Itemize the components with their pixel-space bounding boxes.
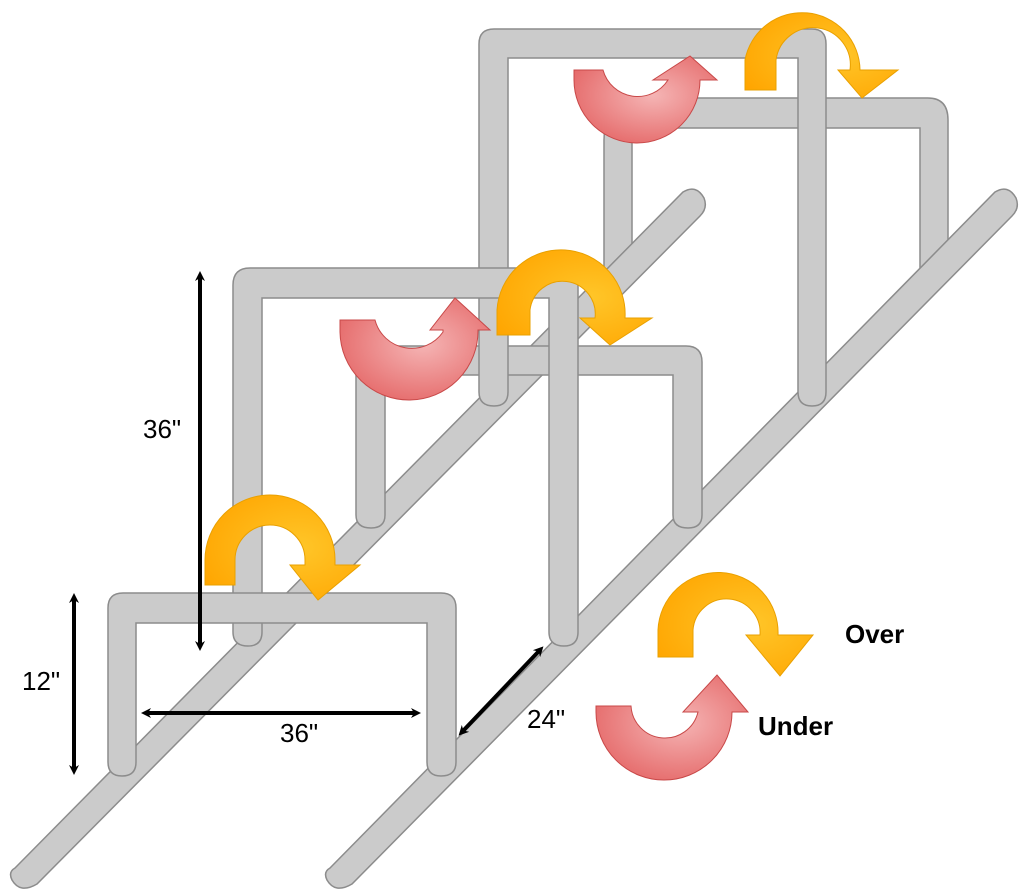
legend-under-label: Under bbox=[758, 711, 833, 741]
over-arrow-3 bbox=[744, 12, 900, 99]
legend-over-icon bbox=[657, 572, 815, 677]
label-36in-height: 36" bbox=[143, 414, 181, 444]
over-arrow-1 bbox=[204, 494, 362, 601]
over-arrow-2 bbox=[496, 249, 654, 346]
hurdle-1-frame bbox=[107, 592, 457, 777]
legend: Over Under bbox=[595, 572, 904, 781]
under-arrow-2 bbox=[573, 55, 719, 144]
label-24in: 24" bbox=[527, 704, 565, 734]
hurdle-4-frame bbox=[478, 28, 827, 407]
label-12in: 12" bbox=[22, 666, 60, 696]
legend-under-icon bbox=[595, 674, 750, 781]
legend-over-label: Over bbox=[845, 619, 904, 649]
under-arrow-1 bbox=[339, 297, 492, 401]
dimension-24in bbox=[458, 646, 544, 736]
label-36in-width: 36" bbox=[280, 718, 318, 748]
